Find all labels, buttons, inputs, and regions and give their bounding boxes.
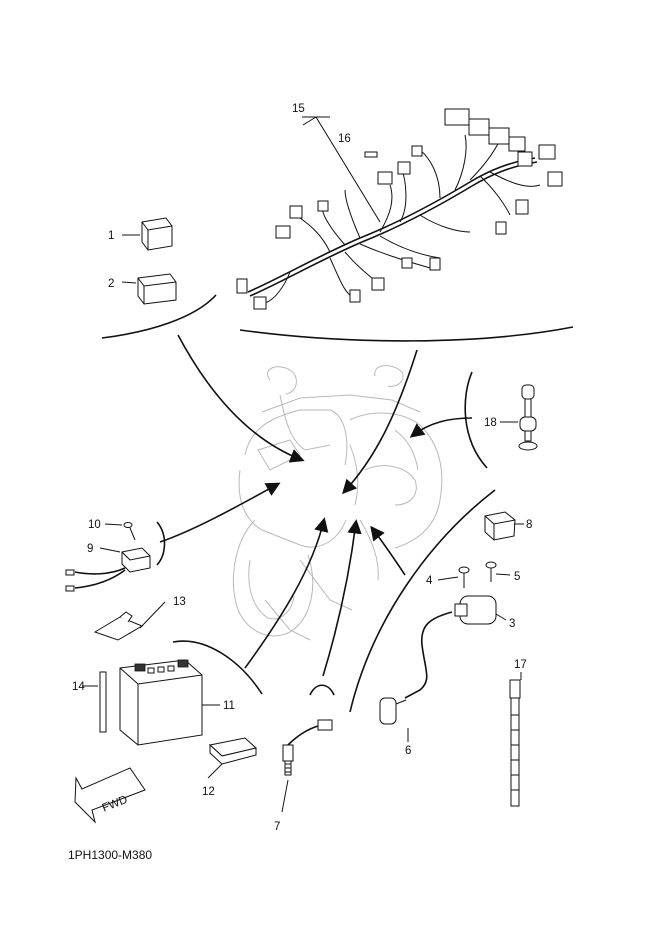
screw-part-4 xyxy=(437,566,470,588)
ignition-coil-part-3 xyxy=(454,595,507,625)
cable-tie-part-17 xyxy=(509,672,522,807)
callout-15-16-leaders xyxy=(302,116,381,223)
callout-13: 13 xyxy=(173,596,186,608)
fwd-arrow-icon: FWD xyxy=(74,767,146,824)
callout-11: 11 xyxy=(223,700,235,712)
callout-18: 18 xyxy=(484,417,497,429)
callout-4: 4 xyxy=(426,575,433,587)
wire-harness-15 xyxy=(247,134,541,304)
callout-7: 7 xyxy=(274,821,280,833)
part-13 xyxy=(93,601,166,641)
callout-labels: 1 2 3 4 5 6 7 8 9 10 11 12 13 14 15 16 1… xyxy=(72,103,532,833)
callout-8: 8 xyxy=(526,519,532,531)
callout-16: 16 xyxy=(338,133,351,145)
callout-9: 9 xyxy=(87,543,93,555)
part-8 xyxy=(484,511,524,541)
part-14 xyxy=(82,671,107,733)
section-dividers xyxy=(101,294,574,713)
callout-2: 2 xyxy=(108,278,114,290)
part-18 xyxy=(500,384,538,451)
pointer-arrows xyxy=(159,334,473,677)
harness-connectors xyxy=(236,108,563,310)
callout-5: 5 xyxy=(514,571,520,583)
callout-15: 15 xyxy=(292,103,305,115)
part-9 xyxy=(65,547,151,592)
sensor-part-7 xyxy=(281,719,333,813)
part-12 xyxy=(207,737,258,779)
callout-14: 14 xyxy=(72,681,85,693)
relay-holder-part-2 xyxy=(121,273,177,305)
screw-part-10 xyxy=(104,522,136,541)
callout-6: 6 xyxy=(405,745,411,757)
plug-cap-part-6 xyxy=(379,611,453,742)
callout-1: 1 xyxy=(108,230,114,242)
callout-17: 17 xyxy=(514,659,527,671)
scooter-outline xyxy=(233,365,443,641)
callout-10: 10 xyxy=(88,519,101,531)
screw-part-5 xyxy=(485,561,511,582)
callout-3: 3 xyxy=(509,618,515,630)
relay-part-1 xyxy=(122,217,173,251)
part-code: 1PH1300-M380 xyxy=(68,848,153,862)
battery-part-11 xyxy=(119,659,220,746)
callout-12: 12 xyxy=(202,786,215,798)
